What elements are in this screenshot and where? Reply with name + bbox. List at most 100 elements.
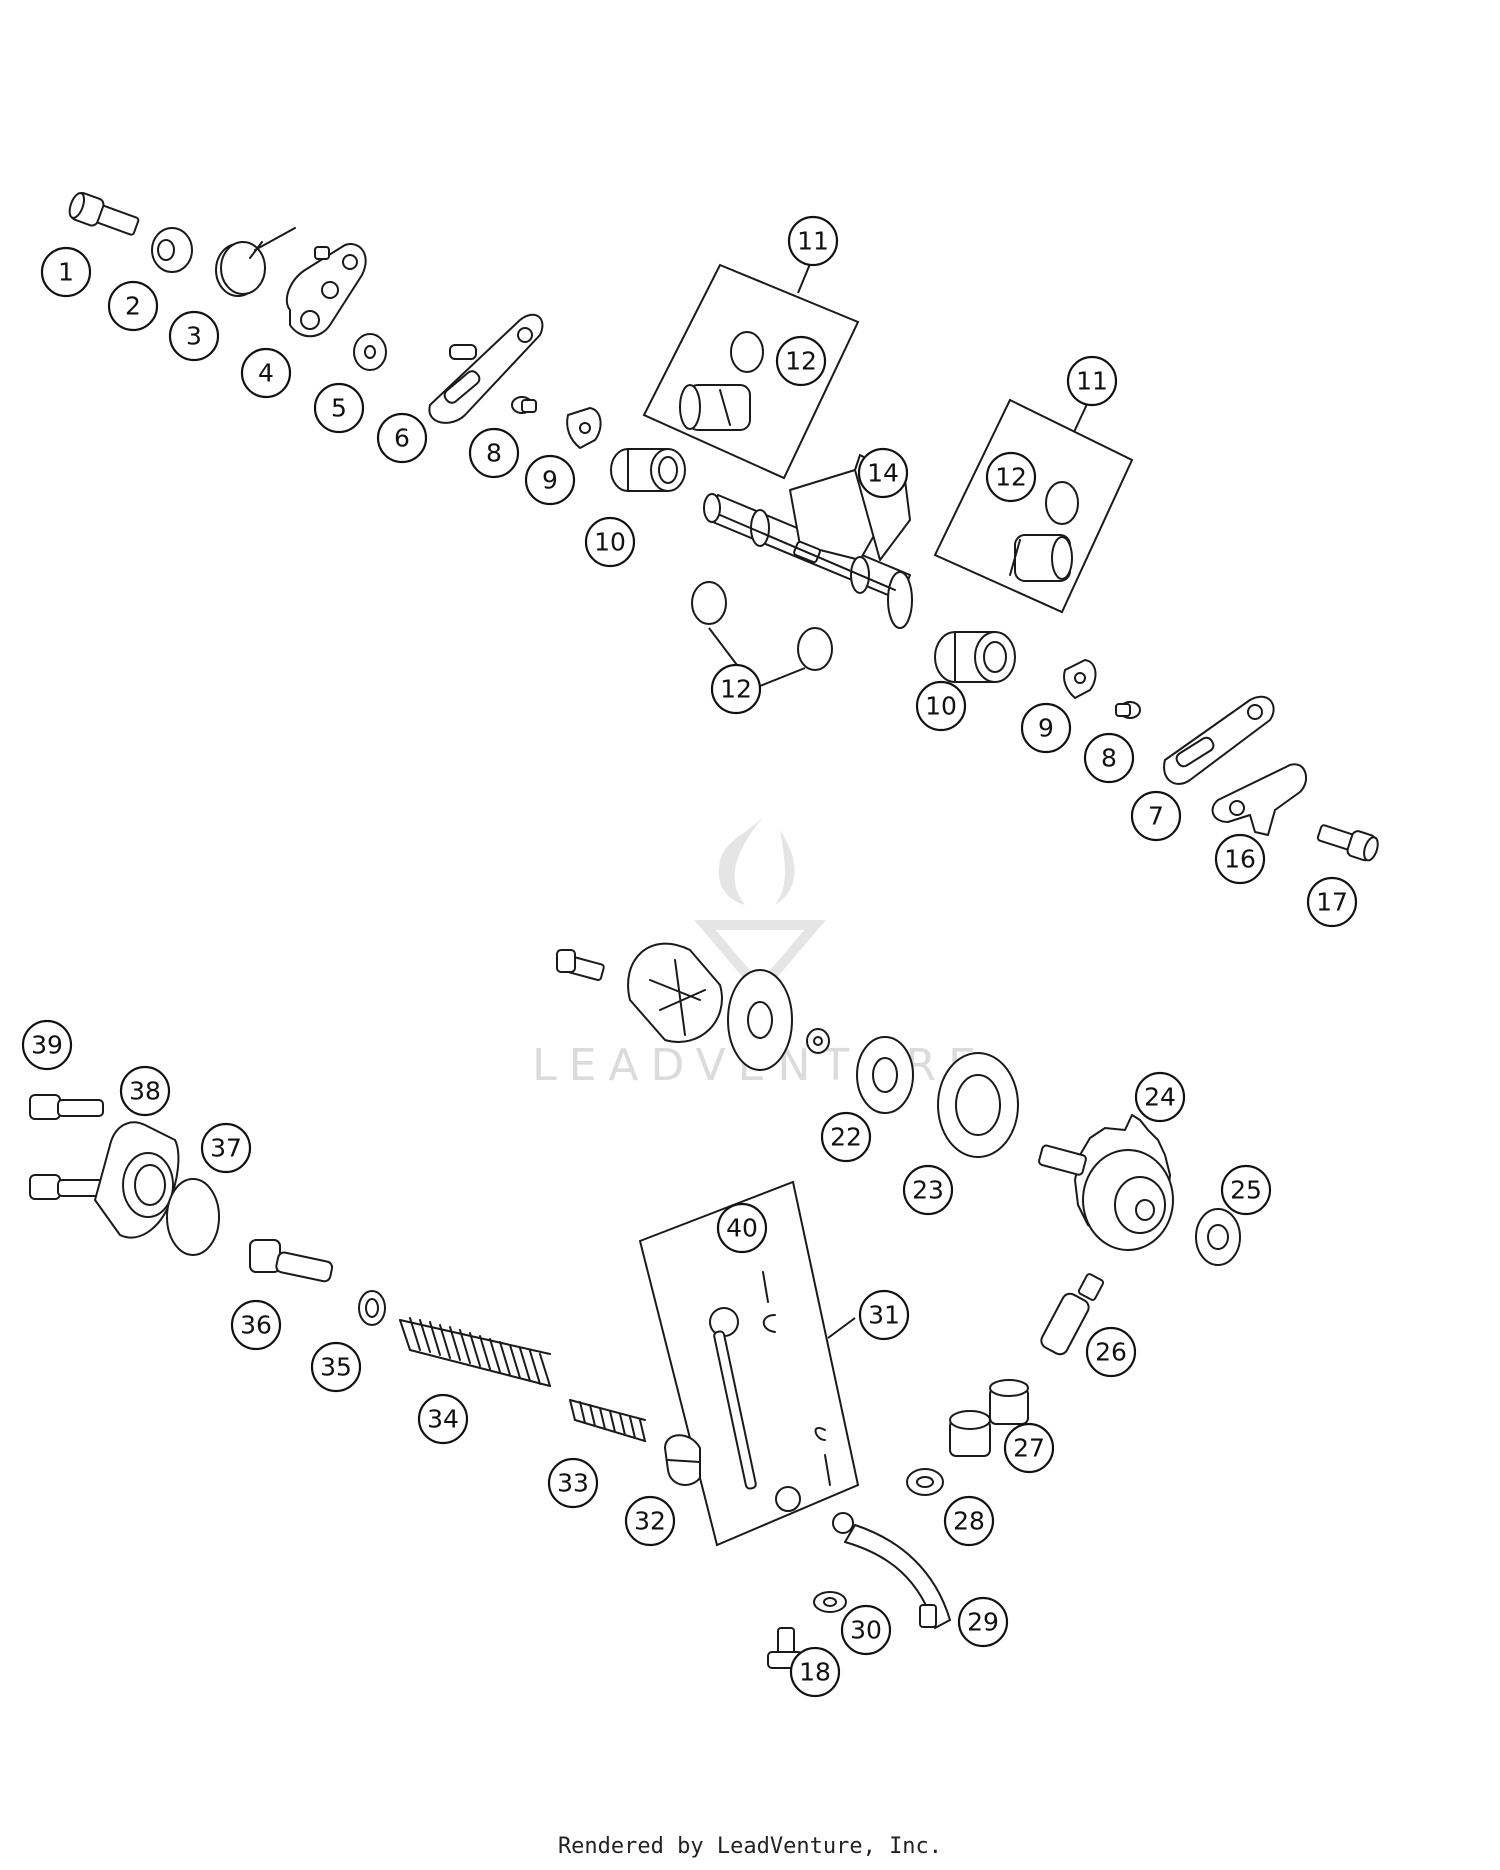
callout-39: 39: [21, 1019, 73, 1071]
callout-label: 40: [726, 1214, 758, 1243]
callout-label: 18: [799, 1658, 831, 1687]
leader-12c-b: [759, 667, 806, 687]
callout-label: 3: [186, 322, 202, 351]
callout-label: 6: [394, 424, 410, 453]
washer-30: [813, 1591, 847, 1613]
leader-11b: [1073, 401, 1089, 433]
spring-3: [215, 227, 296, 297]
footer-credit: Rendered by LeadVenture, Inc.: [557, 1834, 943, 1859]
callouts: 1 2 3 4 5 6 8 9 10 11 12 14 11 12 12 10 …: [21, 215, 1358, 1698]
callout-36: 36: [230, 1299, 282, 1351]
bushing-27: [949, 1379, 1029, 1457]
callout-label: 9: [1038, 714, 1054, 743]
lever-plate-4: [285, 243, 367, 338]
spring-34: [399, 1317, 551, 1387]
callout-38: 38: [119, 1065, 171, 1117]
callout-5: 5: [313, 382, 365, 434]
callout-label: 32: [634, 1507, 666, 1536]
callout-label: 8: [1101, 744, 1117, 773]
callout-label: 14: [867, 459, 899, 488]
callout-label: 12: [785, 347, 817, 376]
washer-28: [906, 1468, 944, 1496]
callout-17: 17: [1306, 876, 1358, 928]
kit-box-11b: [933, 398, 1134, 614]
callout-28: 28: [943, 1495, 995, 1547]
callout-16: 16: [1214, 833, 1266, 885]
bushing-10a: [610, 448, 686, 492]
screw-8a: [511, 396, 537, 414]
callout-27: 27: [1003, 1422, 1055, 1474]
oring-37: [166, 1178, 220, 1256]
shaft-26: [1040, 1273, 1105, 1356]
callout-12: 12: [775, 335, 827, 387]
callout-1: 1: [40, 246, 92, 298]
bearing-23: [937, 1052, 1019, 1158]
leader-11a: [797, 263, 811, 294]
callout-label: 33: [557, 1469, 589, 1498]
callout-label: 1: [58, 258, 74, 287]
callout-22: 22: [820, 1111, 872, 1163]
control-piece-11b: [1009, 481, 1079, 582]
callout-label: 35: [320, 1353, 352, 1382]
leader-31: [827, 1317, 856, 1339]
callout-11: 11: [1066, 355, 1118, 407]
callout-8: 8: [468, 427, 520, 479]
callout-12: 12: [710, 663, 762, 715]
washer-35: [358, 1290, 386, 1326]
callout-label: 4: [258, 359, 274, 388]
callout-10: 10: [584, 516, 636, 568]
bushing-10b: [934, 631, 1016, 683]
callout-2: 2: [107, 280, 159, 332]
oring-12c-b: [797, 627, 833, 671]
callout-12: 12: [985, 451, 1037, 503]
bolts-39: [29, 1094, 104, 1200]
callout-label: 2: [125, 292, 141, 321]
control-piece-11a: [679, 331, 764, 431]
callout-label: 11: [797, 227, 829, 256]
callout-label: 12: [720, 675, 752, 704]
callout-label: 28: [953, 1507, 985, 1536]
callout-label: 9: [542, 466, 558, 495]
cam-9a: [566, 407, 602, 449]
callout-label: 16: [1224, 845, 1256, 874]
bolt-17: [1316, 824, 1379, 862]
callout-label: 27: [1013, 1434, 1045, 1463]
callout-24: 24: [1134, 1071, 1186, 1123]
washer-2: [151, 227, 193, 273]
cam-9b: [1063, 659, 1097, 699]
lever-6: [428, 313, 544, 424]
callout-label: 29: [967, 1608, 999, 1637]
callout-label: 24: [1144, 1083, 1176, 1112]
callout-label: 37: [210, 1134, 242, 1163]
callout-6: 6: [376, 412, 428, 464]
gear-24: [1038, 1114, 1174, 1251]
callout-label: 11: [1076, 367, 1108, 396]
callout-4: 4: [240, 347, 292, 399]
callout-label: 7: [1148, 802, 1164, 831]
callout-label: 34: [427, 1405, 459, 1434]
callout-40: 40: [716, 1202, 768, 1254]
washer-5: [353, 333, 387, 371]
callout-7: 7: [1130, 790, 1182, 842]
callout-33: 33: [547, 1457, 599, 1509]
upper-assembly: [68, 192, 1379, 862]
lower-assembly: [29, 942, 1241, 1669]
callout-label: 12: [995, 463, 1027, 492]
bearing-25: [1195, 1208, 1241, 1266]
callout-label: 10: [925, 692, 957, 721]
callout-14: 14: [857, 447, 909, 499]
cap-32: [664, 1434, 701, 1486]
callout-3: 3: [168, 310, 220, 362]
callout-label: 8: [486, 439, 502, 468]
callout-9: 9: [1020, 702, 1072, 754]
callout-30: 30: [840, 1604, 892, 1656]
callout-label: 25: [1230, 1176, 1262, 1205]
callout-label: 22: [830, 1123, 862, 1152]
cover-38: [94, 1121, 180, 1239]
callout-11: 11: [787, 215, 839, 267]
callout-23: 23: [902, 1164, 954, 1216]
impeller: [556, 942, 830, 1071]
leader-12c-a: [708, 627, 738, 666]
bolt-1: [68, 192, 140, 236]
